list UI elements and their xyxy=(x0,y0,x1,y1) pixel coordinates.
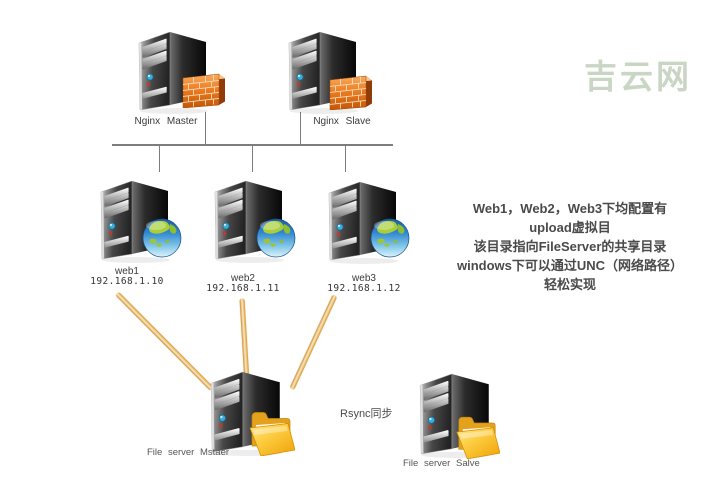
web1-label: web1 xyxy=(115,266,139,277)
bus-line xyxy=(112,144,393,146)
drop-line-web1 xyxy=(158,145,160,172)
note-line: windows下可以通过UNC（网络路径） xyxy=(456,258,684,273)
firewall-icon xyxy=(328,74,372,110)
note-line: upload虚拟目 xyxy=(529,220,611,235)
drop-line-web3 xyxy=(344,145,346,172)
nginx-master-label: Nginx Master xyxy=(134,116,198,127)
nginx-slave-label: Nginx Slave xyxy=(313,116,371,127)
web1-ip: 192.168.1.10 xyxy=(90,276,164,287)
note-line: 该目录指向FileServer的共享目录 xyxy=(473,239,667,254)
folder-icon xyxy=(454,409,500,459)
note-line: 轻松实现 xyxy=(543,277,596,292)
note-line: Web1，Web2，Web3下均配置有 xyxy=(472,201,668,216)
web3-label: web3 xyxy=(352,273,376,284)
globe-icon xyxy=(370,218,410,258)
drop-line-web2 xyxy=(251,145,253,172)
file-server-master-label: File server Mstaer xyxy=(147,447,230,458)
rsync-annotation: Rsync同步 xyxy=(340,408,393,420)
sync-arrow-web3-file xyxy=(289,294,338,391)
file-server-slave-label: File server Salve xyxy=(403,458,480,469)
globe-icon xyxy=(142,218,182,258)
firewall-icon xyxy=(181,72,225,108)
uplink-nginx-slave xyxy=(299,112,301,145)
web2-ip: 192.168.1.11 xyxy=(206,283,280,294)
site-watermark: 吉云网 xyxy=(584,58,692,95)
globe-icon xyxy=(256,218,296,258)
config-note: Web1，Web2，Web3下均配置有 upload虚拟目 该目录指向FileS… xyxy=(437,199,703,294)
folder-icon xyxy=(247,404,295,456)
sync-arrow-web2-file xyxy=(239,298,250,380)
uplink-nginx-master xyxy=(204,112,206,145)
sync-arrow-web1-file xyxy=(115,291,214,392)
web2-label: web2 xyxy=(231,273,255,284)
web3-ip: 192.168.1.12 xyxy=(327,283,401,294)
